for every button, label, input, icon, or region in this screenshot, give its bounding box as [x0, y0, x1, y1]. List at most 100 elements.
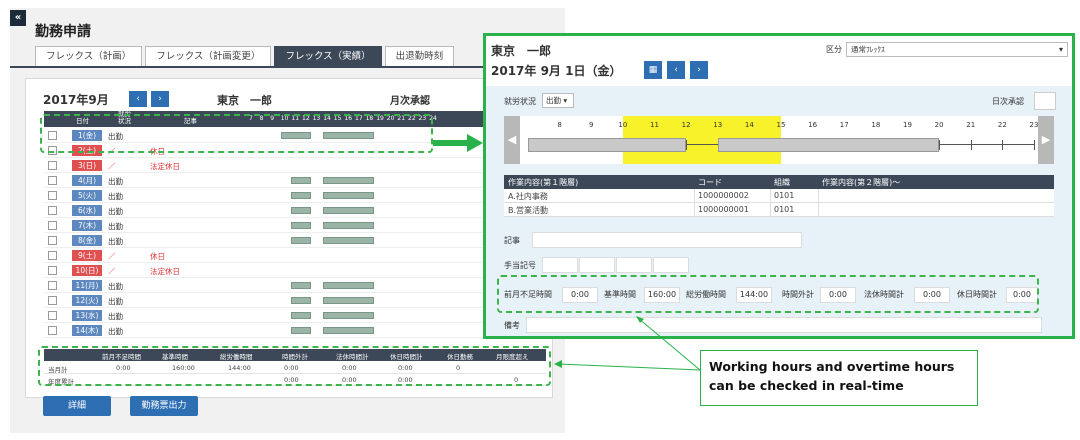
date-badge[interactable]: 3(日) [72, 160, 102, 171]
table-row[interactable]: A.社内事務 1000000002 0101 [504, 189, 1054, 203]
work-header-task1: 作業内容(第１階層) [508, 178, 579, 187]
tab-flex-actual[interactable]: フレックス（実績） [274, 46, 382, 66]
hours-value: 144:00 [736, 287, 772, 303]
calendar-icon[interactable]: ▦ [644, 61, 662, 79]
table-row[interactable]: 13(水) 出勤 [44, 308, 534, 323]
date-badge[interactable]: 11(月) [72, 280, 102, 291]
date-badge[interactable]: 4(月) [72, 175, 102, 186]
work-status: 出勤 [108, 237, 123, 246]
tab-clock-times[interactable]: 出退勤時刻 [384, 46, 455, 66]
timeline-hour-label: 20 [934, 121, 944, 129]
date-badge[interactable]: 5(火) [72, 190, 102, 201]
work-cell: 0101 [774, 205, 795, 214]
work-time-block[interactable] [717, 138, 940, 152]
table-row[interactable]: 3(日)／法定休日 [44, 158, 534, 173]
row-checkbox[interactable] [48, 221, 57, 230]
remarks-input[interactable] [526, 317, 1042, 333]
table-row[interactable]: 1(金)出勤 [44, 128, 534, 143]
row-checkbox[interactable] [48, 131, 57, 140]
popup-date: 2017年 9月 1日（金） [491, 64, 622, 78]
prev-month-button[interactable]: ‹ [129, 91, 147, 107]
row-checkbox[interactable] [48, 326, 57, 335]
date-badge[interactable]: 8(金) [72, 235, 102, 246]
divider [694, 203, 695, 217]
allowance-input-3[interactable] [616, 257, 652, 273]
next-day-button[interactable]: › [690, 61, 708, 79]
date-badge[interactable]: 9(土) [72, 250, 102, 261]
row-checkbox[interactable] [48, 176, 57, 185]
table-row[interactable]: 9(土)／休日 [44, 248, 534, 263]
print-timesheet-button[interactable]: 勤務票出力 [130, 396, 198, 416]
callout-connector [554, 316, 701, 371]
table-row[interactable]: 5(火)出勤 [44, 188, 534, 203]
hour-label: 12 [302, 115, 310, 122]
timeline-tick [970, 140, 972, 150]
table-row[interactable]: 14(木)出勤 [44, 323, 534, 338]
work-time-bar [291, 327, 311, 334]
allowance-input-4[interactable] [653, 257, 689, 273]
timeline-hour-label: 19 [903, 121, 912, 129]
row-checkbox[interactable] [48, 236, 57, 245]
row-checkbox[interactable] [48, 146, 57, 155]
date-badge[interactable]: 6(水) [72, 205, 102, 216]
next-month-button[interactable]: › [151, 91, 169, 107]
divider [770, 189, 771, 203]
date-badge[interactable]: 2(土) [72, 145, 102, 156]
work-status: 出勤 [108, 312, 123, 321]
row-checkbox[interactable] [48, 281, 57, 290]
hours-label: 総労働時間 [686, 290, 726, 299]
row-checkbox[interactable] [48, 206, 57, 215]
work-time-bar [291, 177, 311, 184]
date-badge[interactable]: 14(木) [72, 325, 102, 336]
table-row[interactable]: 6(水) 出勤 [44, 203, 534, 218]
allowance-input-2[interactable] [579, 257, 615, 273]
row-checkbox[interactable] [48, 266, 57, 275]
tab-flex-plan[interactable]: フレックス（計画） [35, 46, 143, 66]
classification-label: 区分 [826, 45, 842, 54]
table-row[interactable]: 12(火)出勤 [44, 293, 534, 308]
summary-value: 0:00 [284, 376, 299, 384]
table-row[interactable]: 11(月)出勤 [44, 278, 534, 293]
row-checkbox[interactable] [48, 191, 57, 200]
work-time-bar [291, 192, 311, 199]
highlight-summary [38, 346, 551, 386]
row-checkbox[interactable] [48, 311, 57, 320]
timeline-left-icon[interactable]: ◀ [504, 116, 520, 164]
work-time-block[interactable] [528, 138, 687, 152]
work-cell: 1000000001 [698, 205, 749, 214]
hours-value: 0:00 [820, 287, 856, 303]
collapse-icon[interactable]: « [10, 10, 26, 26]
date-badge[interactable]: 12(火) [72, 295, 102, 306]
timeline-hour-label: 18 [871, 121, 881, 129]
date-badge[interactable]: 10(日) [72, 265, 102, 276]
tab-flex-plan-change[interactable]: フレックス（計画変更） [145, 46, 272, 66]
timeline-hour-label: 17 [839, 121, 849, 129]
timeline-right-icon[interactable]: ▶ [1038, 116, 1054, 164]
table-row[interactable]: 8(金) 出勤 [44, 233, 534, 248]
table-row[interactable]: 4(月)出勤 [44, 173, 534, 188]
work-status-value: 出勤 [546, 96, 561, 105]
classification-select[interactable]: 通常ﾌﾚｯｸｽ [846, 42, 1068, 57]
row-checkbox[interactable] [48, 296, 57, 305]
timeline-hour-label: 15 [776, 121, 786, 129]
work-time-bar [323, 207, 375, 214]
date-badge[interactable]: 7(木) [72, 220, 102, 231]
daily-approval-box[interactable] [1034, 92, 1056, 110]
work-status-select[interactable]: 出勤 ▾ [542, 93, 574, 108]
table-row[interactable]: B.営業活動 1000000001 0101 [504, 203, 1054, 217]
work-table-header: 作業内容(第１階層) コード 組織 作業内容(第２階層)〜 [504, 175, 1054, 189]
row-checkbox[interactable] [48, 161, 57, 170]
date-badge[interactable]: 1(金) [72, 130, 102, 141]
table-row[interactable]: 7(木)出勤 [44, 218, 534, 233]
row-checkbox[interactable] [48, 251, 57, 260]
date-badge[interactable]: 13(水) [72, 310, 102, 321]
memo-input[interactable] [532, 232, 802, 248]
detail-button[interactable]: 詳細 [43, 396, 111, 416]
allowance-input-1[interactable] [542, 257, 578, 273]
work-status: 出勤 [108, 207, 123, 216]
table-row[interactable]: 10(日)／法定休日 [44, 263, 534, 278]
prev-day-button[interactable]: ‹ [667, 61, 685, 79]
hours-value: 0:00 [914, 287, 950, 303]
